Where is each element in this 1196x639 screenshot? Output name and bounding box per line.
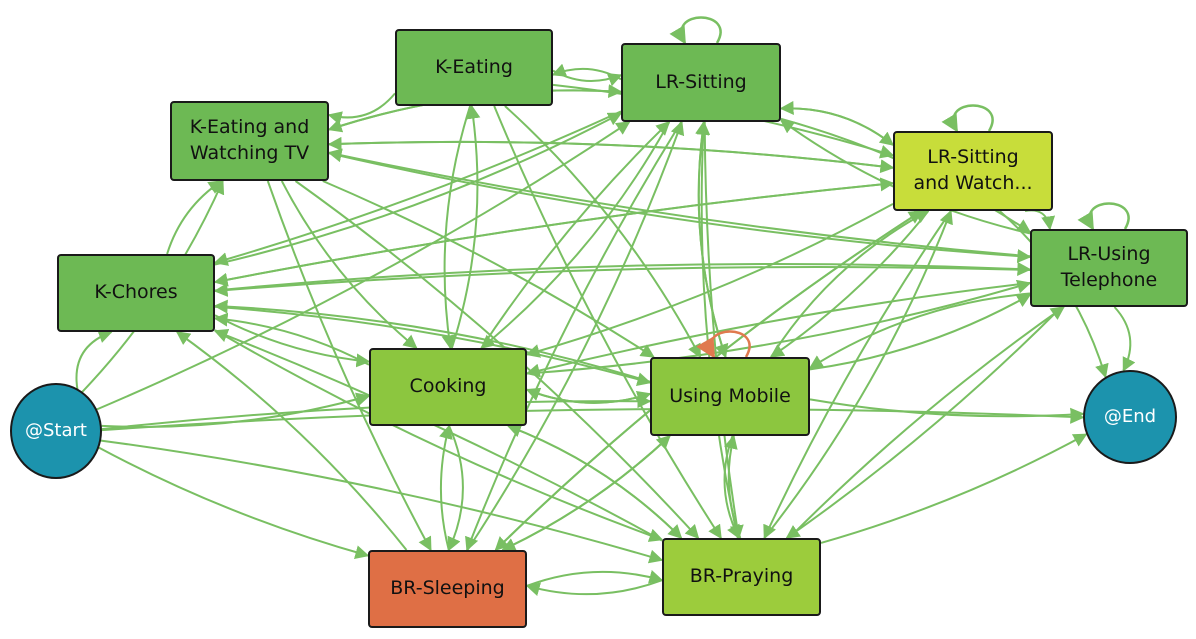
- edge-using_mobile-to-cooking: [525, 387, 651, 404]
- node-using-mobile-label: Using Mobile: [669, 384, 791, 407]
- edge-br_sleeping-to-lr_sitting: [466, 120, 685, 551]
- edge-k_eating-to-k_eating_tv: [327, 92, 396, 125]
- edge-lr_sitting_watch-to-br_praying: [763, 210, 952, 540]
- self-loop-lr_sitting: [669, 16, 722, 45]
- node-lr-using-telephone[interactable]: LR-Using Telephone: [1030, 229, 1188, 307]
- edge-start-to-end: [101, 408, 1085, 432]
- node-lr-sitting[interactable]: LR-Sitting: [621, 43, 781, 122]
- edge-cooking-to-lr_sitting: [480, 121, 671, 349]
- edge-br_praying-to-lr_telephone: [788, 306, 1065, 539]
- node-lr-using-telephone-label: LR-Using Telephone: [1060, 243, 1158, 291]
- edge-br_praying-to-end: [820, 433, 1088, 544]
- self-loop-lr_telephone: [1077, 202, 1130, 231]
- edge-br_praying-to-k_chores: [213, 328, 663, 542]
- node-k-chores[interactable]: K-Chores: [57, 254, 215, 332]
- node-start-label: @Start: [25, 419, 87, 441]
- self-loop-using_mobile: [696, 330, 751, 359]
- edge-lr_sitting_watch-to-lr_telephone: [1024, 209, 1056, 231]
- node-br-sleeping[interactable]: BR-Sleeping: [368, 550, 527, 628]
- node-lr-sitting-label: LR-Sitting: [655, 70, 747, 93]
- edge-using_mobile-to-k_chores: [213, 299, 651, 383]
- node-lr-sitting-watching-label: LR-Sitting and Watch...: [913, 146, 1033, 194]
- node-end[interactable]: @End: [1083, 370, 1177, 464]
- edge-lr_sitting_watch-to-k_eating_tv: [327, 136, 894, 169]
- edge-k_eating_tv-to-br_sleeping: [266, 180, 432, 552]
- edge-start-to-br_praying: [100, 439, 664, 564]
- node-using-mobile[interactable]: Using Mobile: [650, 357, 810, 436]
- edge-k_eating_tv-to-using_mobile: [322, 180, 655, 358]
- edge-lr_sitting_watch-to-using_mobile: [769, 210, 930, 358]
- edge-lr_sitting-to-k_chores: [213, 110, 622, 266]
- edge-lr_telephone-to-br_praying: [785, 306, 1063, 539]
- edge-br_sleeping-to-using_mobile: [502, 435, 671, 551]
- edge-k_eating-to-using_mobile: [504, 105, 702, 359]
- edge-br_praying-to-lr_sitting_watch: [763, 209, 953, 539]
- node-cooking[interactable]: Cooking: [369, 348, 527, 426]
- node-br-sleeping-label: BR-Sleeping: [390, 577, 505, 600]
- node-cooking-label: Cooking: [409, 375, 487, 398]
- edge-k_chores-to-lr_sitting: [214, 112, 623, 266]
- edge-lr_sitting-to-cooking: [480, 121, 671, 349]
- edge-start-to-br_sleeping: [98, 446, 370, 559]
- edge-lr_telephone-to-cooking: [525, 282, 1031, 378]
- edge-k_chores-to-cooking: [214, 314, 371, 368]
- edge-lr_sitting-to-br_praying: [703, 121, 744, 540]
- edge-lr_telephone-to-end: [1113, 306, 1136, 372]
- edge-lr_sitting_watch-to-k_chores: [213, 182, 894, 287]
- node-end-label: @End: [1103, 405, 1157, 427]
- edge-k_chores-to-br_praying: [214, 329, 664, 542]
- edge-lr_sitting_watch-to-lr_sitting: [779, 100, 894, 146]
- edge-lr_sitting-to-k_eating: [551, 63, 622, 81]
- edge-using_mobile-to-lr_telephone: [809, 293, 1032, 371]
- edge-cooking-to-k_chores: [213, 312, 370, 366]
- edge-k_eating-to-cooking: [441, 105, 472, 350]
- node-k-eating-watching-tv[interactable]: K-Eating and Watching TV: [170, 101, 329, 181]
- self-loop-lr_sitting_watch: [941, 104, 994, 133]
- node-k-eating-label: K-Eating: [435, 55, 513, 78]
- node-k-eating-watching-tv-label: K-Eating and Watching TV: [189, 116, 310, 164]
- edge-br_sleeping-to-k_chores: [175, 331, 408, 551]
- edge-cooking-to-k_eating: [450, 104, 481, 349]
- edge-cooking-to-br_sleeping: [447, 425, 464, 552]
- edge-br_sleeping-to-br_praying: [526, 570, 664, 587]
- edge-start-to-k_chores: [75, 329, 113, 391]
- edge-k_chores-to-lr_telephone: [214, 261, 1032, 292]
- edge-k_eating-to-br_praying: [493, 105, 722, 540]
- edge-lr_telephone-to-using_mobile: [808, 292, 1031, 369]
- node-k-chores-label: K-Chores: [94, 281, 178, 304]
- edge-using_mobile-to-lr_sitting: [695, 120, 727, 358]
- edge-k_chores-to-k_eating_tv: [166, 180, 223, 255]
- node-br-praying[interactable]: BR-Praying: [662, 538, 821, 616]
- edge-br_praying-to-br_sleeping: [525, 579, 663, 596]
- edge-lr_sitting_watch-to-cooking: [525, 203, 894, 358]
- edge-br_praying-to-lr_sitting: [696, 120, 739, 539]
- edge-lr_sitting-to-br_sleeping: [465, 121, 683, 552]
- edge-br_praying-to-using_mobile: [724, 434, 742, 539]
- node-br-praying-label: BR-Praying: [689, 565, 794, 588]
- edge-lr_telephone-to-k_eating_tv: [327, 148, 1031, 258]
- edge-lr_telephone-to-k_chores: [213, 266, 1031, 297]
- edge-k_eating_tv-to-cooking: [280, 180, 418, 349]
- node-start[interactable]: @Start: [10, 383, 102, 479]
- node-lr-sitting-watching[interactable]: LR-Sitting and Watch...: [893, 131, 1053, 211]
- edge-using_mobile-to-lr_sitting_watch: [770, 210, 930, 358]
- edge-using_mobile-to-end: [809, 398, 1085, 422]
- edge-k_eating_tv-to-lr_telephone: [328, 152, 1032, 264]
- edge-br_sleeping-to-cooking: [439, 424, 453, 551]
- edge-br_praying-to-cooking: [506, 423, 683, 539]
- node-k-eating[interactable]: K-Eating: [395, 29, 553, 106]
